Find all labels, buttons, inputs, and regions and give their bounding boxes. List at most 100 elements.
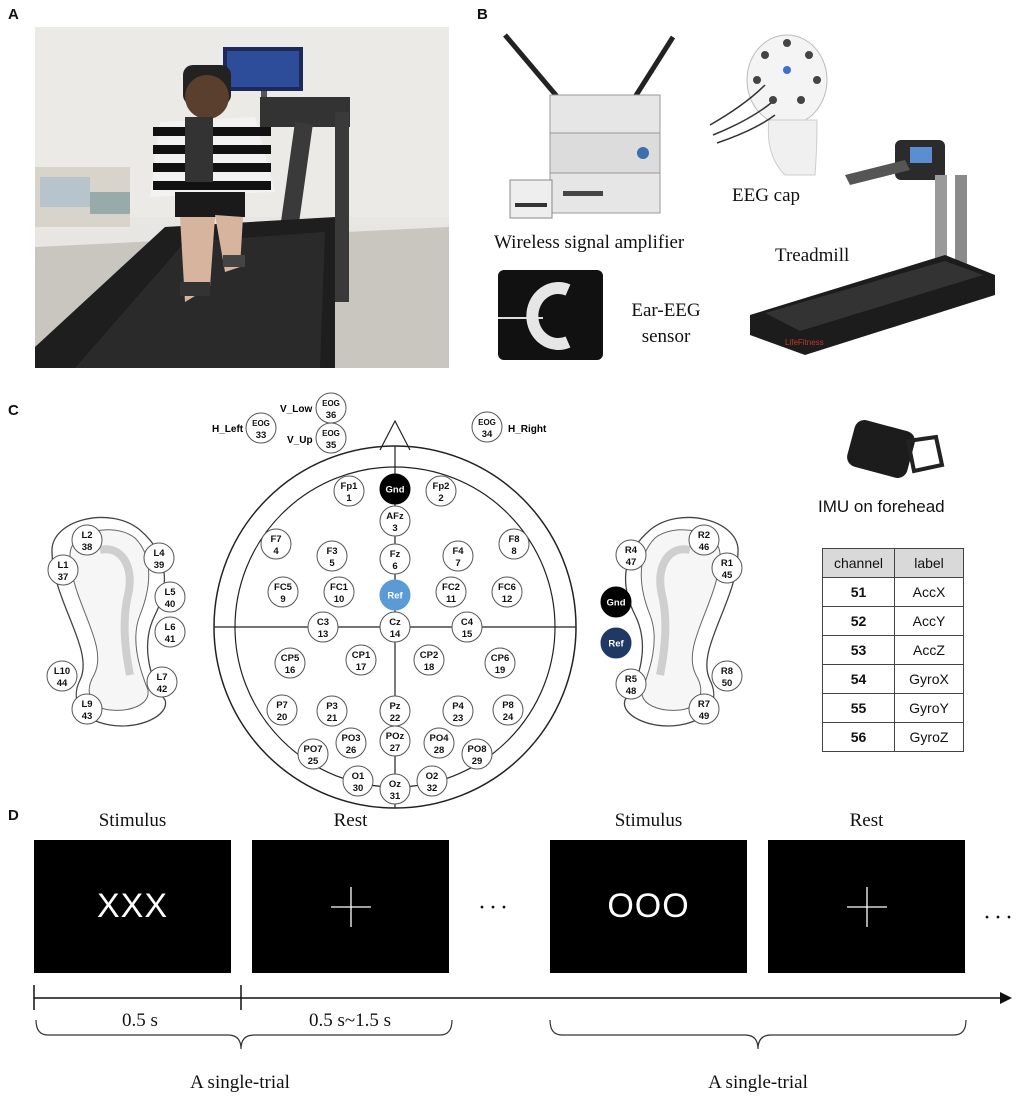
electrode-number: 38 [82,542,93,553]
electrode-circle [379,773,411,805]
fixation-cross-2 [846,886,887,927]
electrode-number: 42 [157,684,168,695]
electrode-circle [154,616,186,648]
electrode-montage-diagram: H_Left V_Low V_Up H_Right EOG33EOG36EOG3… [46,392,743,809]
electrode-circle [615,539,647,571]
table-cell-channel: 51 [822,577,895,607]
electrode-f8-8: F88 [498,528,530,560]
electrode-name: R4 [625,545,638,556]
single-trial-label-2: A single-trial [708,1072,808,1093]
electrode-number: 35 [326,440,337,451]
table-cell-channel: 52 [822,606,895,636]
electrode-name: FC2 [442,582,460,593]
electrode-circle [266,694,298,726]
electrode-circle [711,552,743,584]
ear-eeg-sensor-image [498,270,603,360]
electrode-number: 12 [502,594,513,605]
eog-h-right-text: H_Right [508,424,547,435]
electrode-number: 15 [462,629,473,640]
table-header-row: channel label [822,548,964,578]
treadmill-label: Treadmill [775,245,850,266]
electrode-name: F8 [508,534,519,545]
ear-eeg-label-line1: Ear-EEG [631,300,701,321]
electrode-circle [600,586,632,618]
electrode-circle [600,627,632,659]
electrode-number: 43 [82,711,93,722]
electrode-number: 44 [57,678,68,689]
electrode-circle [688,524,720,556]
table-cell-label: AccZ [894,635,964,665]
panel-letter-a: A [8,6,19,23]
electrode-name: C4 [461,617,474,628]
ellipsis-1: ··· [478,895,511,921]
electrode-circle [267,576,299,608]
electrode-circle [143,542,175,574]
electrode-circle [345,644,377,676]
electrode-circle [154,581,186,613]
electrode-name: PO4 [429,733,449,744]
electrode-name: CP6 [491,653,509,664]
electrode-circle [461,738,493,770]
electrode-number: 24 [503,712,514,723]
electrode-number: 36 [326,410,337,421]
electrode-name: L9 [81,699,92,710]
electrode-name: R5 [625,674,638,685]
electrode-number: 2 [438,493,443,504]
electrode-name: R2 [698,530,710,541]
electrode-f7-4: F74 [260,528,292,560]
electrode-circle [379,725,411,757]
electrode-number: 16 [285,665,296,676]
electrode-circle [323,576,355,608]
treadmill-image: LifeFitness [745,135,1000,360]
ear-eeg-label-line2: sensor [641,326,691,347]
electrode-name: P8 [502,700,514,711]
electrode-name: P3 [326,701,338,712]
electrode-number: 33 [256,430,267,441]
electrode-name: EOG [478,418,496,427]
electrode-name: L4 [153,548,165,559]
electrode-name: EOG [252,419,270,428]
table-cell-label: AccY [894,606,964,636]
electrode-circle [492,694,524,726]
electrode-number: 39 [154,560,165,571]
electrode-gnd: Gnd [600,586,632,618]
electrode-number: 29 [472,756,483,767]
electrode-number: 3 [392,523,397,534]
electrode-name: CP1 [352,650,371,661]
table-cell-channel: 56 [822,722,895,752]
electrode-name: Oz [389,779,401,790]
rest-screen-1 [252,840,449,973]
panel-letter-b: B [477,6,488,23]
electrode-name: POz [386,731,405,742]
electrode-circle [688,693,720,725]
electrode-name: F7 [270,534,281,545]
table-cell-channel: 53 [822,635,895,665]
table-cell-channel: 55 [822,693,895,723]
electrode-number: 18 [424,662,435,673]
electrode-name: P4 [452,701,464,712]
electrode-name: L6 [164,622,175,633]
imu-device-image [838,413,948,483]
stimulus-screen-2: OOO [550,840,747,973]
electrode-number: 23 [453,713,464,724]
phase-label-stimulus-2: Stimulus [614,810,683,831]
electrode-circle [423,727,455,759]
photo-subject-on-treadmill [35,27,449,368]
electrode-number: 20 [277,712,288,723]
